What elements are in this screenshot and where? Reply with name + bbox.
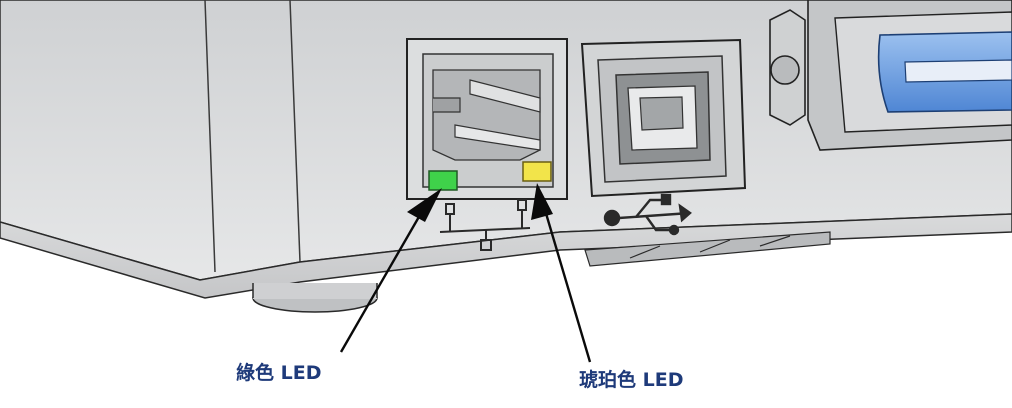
- amber-led: [522, 161, 552, 182]
- green-led-label: 綠色 LED: [236, 362, 322, 384]
- usb-trident-icon: [603, 193, 692, 236]
- usb-port: [580, 38, 747, 198]
- printer-ribbed-skirt: [584, 231, 831, 267]
- amber-led-label: 琥珀色 LED: [579, 369, 684, 391]
- green-led: [428, 170, 458, 191]
- ethernet-network-icon: [439, 199, 531, 251]
- body-panel-edge-2: [289, 0, 301, 263]
- green-led-callout-arrow: [339, 188, 442, 353]
- printer-foot: [252, 283, 378, 313]
- side-knob: [769, 9, 806, 126]
- ethernet-port: [406, 38, 568, 200]
- body-panel-edge: [204, 0, 216, 273]
- parallel-port-housing: [807, 0, 1012, 151]
- amber-led-callout-arrow: [531, 183, 592, 363]
- printer-base-rim: [0, 213, 1012, 299]
